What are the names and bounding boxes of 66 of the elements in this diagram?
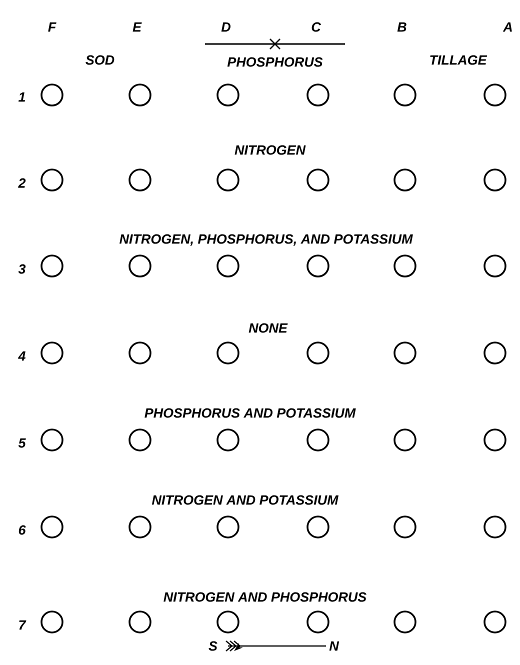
treatment-label: NONE — [248, 323, 288, 333]
row-number: 3 — [18, 264, 26, 274]
row-number: 4 — [18, 351, 26, 361]
area-label: SOD — [86, 55, 114, 65]
column-letter: C — [312, 22, 322, 32]
plot-circle — [394, 516, 416, 538]
column-letter: E — [132, 22, 142, 32]
plot-circle — [40, 254, 64, 278]
plot-circle — [484, 168, 506, 192]
treatment-label: NITROGEN AND POTASSIUM — [152, 495, 338, 505]
plot-circle — [306, 168, 330, 192]
plot-circle — [40, 342, 64, 364]
plot-circle — [128, 428, 152, 452]
plot-circle — [394, 168, 416, 192]
plot-circle — [216, 254, 240, 278]
treatment-label: NITROGEN — [234, 145, 306, 155]
plot-circle — [40, 610, 64, 634]
plot-circle — [216, 610, 240, 634]
plot-circle — [40, 168, 64, 192]
plot-circle — [306, 610, 330, 634]
column-letter: B — [397, 22, 406, 32]
treatment-label: NITROGEN, PHOSPHORUS, AND POTASSIUM — [120, 234, 413, 246]
plot-circle — [306, 342, 330, 364]
plot-circle — [40, 84, 64, 106]
plot-circle — [394, 84, 416, 106]
plot-circle — [306, 428, 330, 452]
plot-circle — [216, 428, 240, 452]
plot-circle — [216, 84, 240, 106]
plot-circle — [306, 254, 330, 278]
treatment-label: PHOSPHORUS AND POTASSIUM — [144, 408, 356, 418]
plot-circle — [40, 428, 64, 452]
plot-circle — [394, 428, 416, 452]
plot-circle — [484, 516, 506, 538]
row-number: 1 — [18, 92, 26, 102]
plot-circle — [484, 342, 506, 364]
plot-circle — [484, 84, 506, 106]
column-letter: F — [48, 22, 56, 32]
plot-circle — [216, 516, 240, 538]
plot-circle — [216, 168, 240, 192]
plot-circle — [128, 254, 152, 278]
direction-letter: N — [329, 641, 340, 651]
area-label: TILLAGE — [430, 55, 488, 65]
plot-circle — [128, 84, 152, 106]
plot-circle — [128, 342, 152, 364]
column-letter: D — [221, 22, 230, 32]
plot-circle — [306, 84, 330, 106]
direction-letter: S — [208, 641, 218, 651]
plot-circle — [128, 610, 152, 634]
plot-circle — [128, 168, 152, 192]
plot-circle — [306, 516, 330, 538]
plot-circle — [394, 342, 416, 364]
treatment-label: NITROGEN AND PHOSPHORUS — [164, 592, 366, 602]
plot-circle — [128, 516, 152, 538]
row-number: 5 — [18, 438, 26, 448]
plot-circle — [40, 516, 64, 538]
plot-circle — [484, 610, 506, 634]
plot-circle — [394, 254, 416, 278]
plot-circle — [394, 610, 416, 634]
plot-circle — [216, 342, 240, 364]
row-number: 2 — [18, 178, 26, 188]
row-number: 7 — [19, 620, 26, 630]
plot-circle — [484, 254, 506, 278]
row-number: 6 — [18, 525, 26, 535]
column-letter: A — [502, 22, 512, 32]
area-label: PHOSPHORUS — [227, 57, 323, 67]
plot-circle — [484, 428, 506, 452]
